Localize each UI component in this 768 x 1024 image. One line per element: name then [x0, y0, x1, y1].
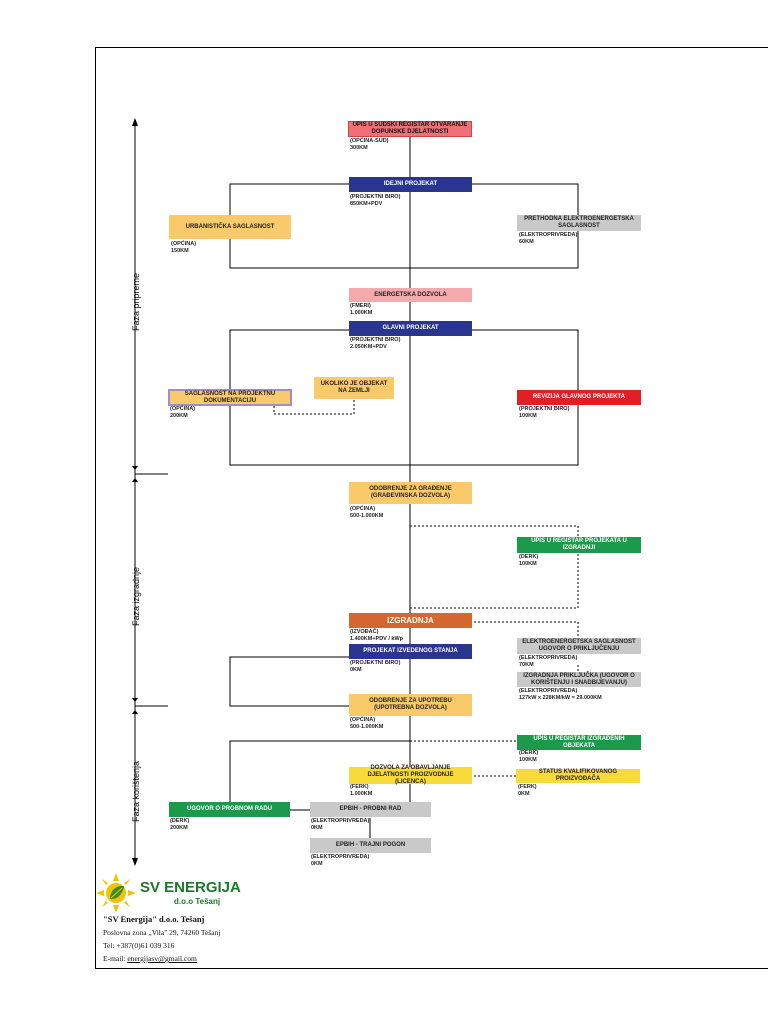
- note-projekat-izvedenog-stanja: (PROJEKTNI BIRO) 0KM: [350, 660, 401, 673]
- box-ugovor-probni-rad: Ugovor o probnom radu: [169, 802, 290, 817]
- note-status-kvalifikovanog: (FERK) 0KM: [518, 784, 537, 797]
- box-epbih-trajni: EPBIH - Trajni pogon: [310, 838, 431, 853]
- note-dozvola-obavljanje: (FERK) 1.000KM: [350, 784, 373, 797]
- note-prethodna-saglasnost: (ELEKTROPRIVREDA) 60KM: [519, 232, 578, 245]
- note-sudski-registar: (OPĆINA-SUD) 300KM: [350, 138, 389, 151]
- phase-label-koristenje: Faza korištenja: [131, 760, 141, 822]
- box-upis-projekata: Upis u registar projekata u izgradnji: [517, 537, 641, 553]
- note-ugovor-probni-rad: (DERK) 200KM: [170, 818, 190, 831]
- box-izgradnja: Izgradnja: [349, 613, 472, 628]
- note-saglasnost-dokumentacija: (OPĆINA) 200KM: [170, 406, 196, 419]
- box-energetska-dozvola: Energetska dozvola: [349, 288, 472, 302]
- box-izgradnja-prikljucka: Izgradnja priključka (ugovor o korištenj…: [517, 672, 641, 687]
- box-saglasnost-dokumentacija: Saglasnost na projektnu dokumentaciju: [168, 389, 292, 406]
- box-sudski-registar: Upis u sudski registar otvaranje dopunsk…: [348, 121, 472, 137]
- logo-subtitle: d.o.o Tešanj: [174, 897, 221, 906]
- note-idejni-projekat: (PROJEKTNI BIRO) 850KM+PDV: [350, 194, 401, 207]
- box-idejni-projekat: Idejni projekat: [349, 177, 472, 192]
- box-prethodna-saglasnost: Prethodna elektroenergetska saglasnost: [517, 215, 641, 231]
- logo-name: SV ENERGIJA: [140, 879, 241, 896]
- footer-email-row: E-mail: energijasv@gmail.com: [103, 954, 197, 963]
- box-dozvola-obavljanje: Dozvola za obavljanje djelatnosti proizv…: [349, 765, 472, 785]
- sun-leaf-icon: [96, 873, 136, 913]
- note-revizija-projekta: (PROJEKTNI BIRO) 100KM: [519, 406, 570, 419]
- box-epbih-probni: EPBIH - Probni rad: [310, 802, 431, 817]
- footer-tel: Tel: +387(0)61 039 316: [103, 941, 175, 950]
- note-izgradnja-prikljucka: (ELEKTROPRIVREDA) 127kW x 228KM/kW = 29.…: [519, 688, 602, 701]
- note-odobrenje-upotreba: (OPĆINA) 500-1.000KM: [350, 717, 384, 730]
- note-izgradnja: (IZVOĐAČ) 1.400KM+PDV / kWp: [350, 629, 404, 642]
- note-elektroenergetska-saglasnost: (ELEKTROPRIVREDA) 70KM: [519, 655, 578, 668]
- box-odobrenje-upotreba: Odobrenje za upotrebu (upotrebna dozvola…: [349, 694, 472, 716]
- box-glavni-projekat: Glavni projekat: [349, 321, 472, 336]
- note-urbanisticka-saglasnost: (OPĆINA) 150KM: [171, 241, 197, 254]
- note-glavni-projekat: (PROJEKTNI BIRO) 2.050KM+PDV: [350, 337, 401, 350]
- footer-email-link[interactable]: energijasv@gmail.com: [127, 954, 197, 963]
- footer-company: "SV Energija" d.o.o. Tešanj: [103, 914, 205, 924]
- phase-label-priprema: Faza pripreme: [131, 272, 141, 331]
- note-upis-izgradjenih: (DERK) 100KM: [519, 750, 539, 763]
- box-urbanisticka-saglasnost: Urbanistička saglasnost: [169, 215, 291, 239]
- footer-email-label: E-mail:: [103, 954, 126, 963]
- box-status-kvalifikovanog: Status kvalifikovanog proizvođača: [516, 769, 640, 783]
- box-revizija-projekta: Revizija glavnog projekta: [517, 390, 641, 405]
- note-upis-projekata: (DERK) 100KM: [519, 554, 539, 567]
- note-odobrenje-gradjenje: (OPĆINA) 500-1.000KM: [350, 506, 384, 519]
- box-upis-izgradjenih: Upis u registar izgrađenih objekata: [517, 735, 641, 750]
- box-ukoliko-na-zemlji: Ukoliko je objekat na zemlji: [314, 377, 394, 399]
- note-epbih-probni: (ELEKTROPRIVREDA) 0KM: [311, 818, 370, 831]
- note-energetska-dozvola: (FMERI) 1.000KM: [350, 303, 373, 316]
- box-projekat-izvedenog-stanja: Projekat izvedenog stanja: [349, 644, 472, 659]
- box-elektroenergetska-saglasnost: Elektroenergetska saglasnost ugovor o pr…: [517, 638, 641, 654]
- phase-label-izgradnja: Faza izgradnje: [131, 566, 141, 626]
- footer-address: Poslovna zona „Vila" 29, 74260 Tešanj: [103, 928, 221, 937]
- page-frame: [95, 47, 768, 969]
- company-logo: [96, 873, 136, 918]
- box-odobrenje-gradjenje: Odobrenje za građenje (građevinska dozvo…: [349, 482, 472, 504]
- note-epbih-trajni: (ELEKTROPRIVREDA) 0KM: [311, 854, 370, 867]
